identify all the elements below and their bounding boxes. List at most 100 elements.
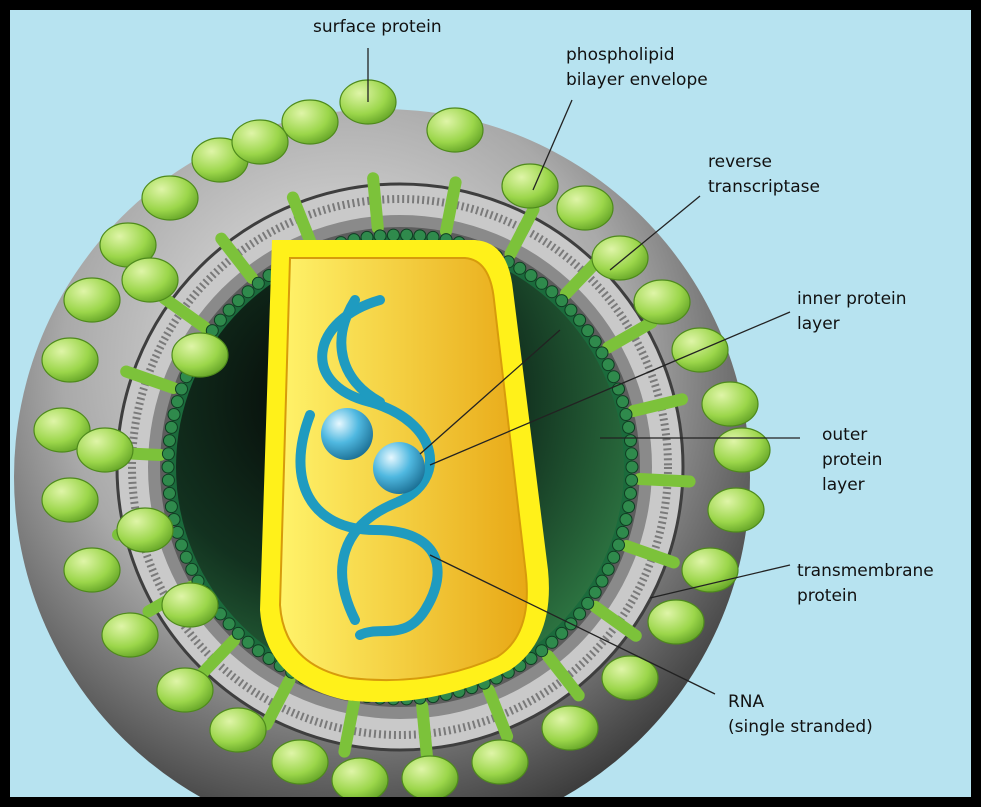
surface-protein — [210, 708, 266, 752]
outer-protein-bead — [165, 421, 177, 433]
outer-protein-bead — [536, 277, 548, 289]
transmembrane-protein — [422, 706, 427, 756]
outer-protein-bead — [617, 526, 629, 538]
surface-protein — [102, 613, 158, 657]
outer-protein-bead — [582, 325, 594, 337]
outer-protein-bead — [582, 597, 594, 609]
surface-protein — [122, 258, 178, 302]
label-rna-line1: RNA — [728, 692, 765, 712]
surface-protein — [117, 508, 173, 552]
transmembrane-protein — [640, 479, 690, 482]
label-inner-line2: layer — [797, 314, 840, 334]
outer-protein-bead — [626, 448, 638, 460]
outer-protein-bead — [589, 586, 601, 598]
outer-protein-bead — [214, 314, 226, 326]
surface-protein — [557, 186, 613, 230]
outer-protein-bead — [176, 539, 188, 551]
surface-protein — [592, 236, 648, 280]
label-inner-line1: inner protein — [797, 289, 907, 309]
outer-protein-bead — [546, 636, 558, 648]
label-phospholipid-line1: phospholipid — [566, 45, 675, 65]
reverse-transcriptase-2 — [373, 442, 425, 494]
outer-protein-bead — [171, 396, 183, 408]
outer-protein-bead — [625, 487, 637, 499]
virus-diagram: surface protein phospholipid bilayer env… — [10, 10, 971, 797]
outer-protein-bead — [514, 262, 526, 274]
outer-protein-bead — [626, 474, 638, 486]
outer-protein-bead — [608, 551, 620, 563]
surface-protein — [142, 176, 198, 220]
surface-protein — [472, 740, 528, 784]
outer-protein-bead — [252, 645, 264, 657]
surface-protein — [427, 108, 483, 152]
label-reverse-line1: reverse — [708, 152, 772, 172]
outer-protein-bead — [168, 409, 180, 421]
outer-protein-bead — [602, 563, 614, 575]
outer-protein-bead — [242, 286, 254, 298]
outer-protein-bead — [162, 448, 174, 460]
outer-protein-bead — [176, 383, 188, 395]
outer-protein-bead — [596, 347, 608, 359]
surface-protein — [64, 278, 120, 322]
label-outer-line1: outer — [822, 425, 867, 445]
outer-protein-bead — [574, 608, 586, 620]
outer-protein-bead — [589, 336, 601, 348]
outer-protein-bead — [623, 421, 635, 433]
surface-protein — [282, 100, 338, 144]
outer-protein-bead — [602, 359, 614, 371]
outer-protein-bead — [596, 575, 608, 587]
outer-protein-bead — [565, 304, 577, 316]
surface-protein — [502, 164, 558, 208]
outer-protein-bead — [546, 286, 558, 298]
label-transmembrane-line2: protein — [797, 586, 857, 606]
outer-protein-bead — [401, 229, 413, 241]
outer-protein-bead — [180, 551, 192, 563]
surface-protein — [172, 333, 228, 377]
outer-protein-bead — [613, 539, 625, 551]
surface-protein — [232, 120, 288, 164]
label-reverse-line2: transcriptase — [708, 177, 820, 197]
outer-protein-bead — [625, 435, 637, 447]
surface-protein — [634, 280, 690, 324]
transmembrane-protein — [373, 178, 378, 228]
outer-protein-bead — [242, 636, 254, 648]
surface-protein — [42, 478, 98, 522]
outer-protein-bead — [620, 514, 632, 526]
outer-protein-bead — [387, 229, 399, 241]
outer-protein-bead — [626, 461, 638, 473]
outer-protein-bead — [623, 501, 635, 513]
surface-protein — [714, 428, 770, 472]
outer-protein-bead — [556, 295, 568, 307]
surface-protein — [157, 668, 213, 712]
surface-protein — [542, 706, 598, 750]
outer-protein-bead — [164, 435, 176, 447]
outer-protein-bead — [620, 409, 632, 421]
label-transmembrane-line1: transmembrane — [797, 561, 934, 581]
outer-protein-bead — [252, 277, 264, 289]
outer-protein-bead — [608, 371, 620, 383]
outer-protein-bead — [223, 304, 235, 316]
label-outer-line3: layer — [822, 475, 865, 495]
surface-protein — [708, 488, 764, 532]
label-surface-protein: surface protein — [313, 17, 442, 37]
surface-protein — [272, 740, 328, 784]
surface-protein — [682, 548, 738, 592]
outer-protein-bead — [186, 563, 198, 575]
surface-protein — [64, 548, 120, 592]
surface-protein — [77, 428, 133, 472]
outer-protein-bead — [162, 461, 174, 473]
surface-protein — [702, 382, 758, 426]
surface-protein — [42, 338, 98, 382]
outer-protein-bead — [617, 396, 629, 408]
diagram-panel: surface protein phospholipid bilayer env… — [10, 10, 971, 797]
outer-protein-bead — [223, 618, 235, 630]
outer-protein-bead — [536, 645, 548, 657]
surface-protein — [162, 583, 218, 627]
outer-protein-bead — [162, 474, 174, 486]
surface-protein — [402, 756, 458, 797]
surface-protein — [648, 600, 704, 644]
label-outer-line2: protein — [822, 450, 882, 470]
label-phospholipid-line2: bilayer envelope — [566, 70, 708, 90]
outer-protein-bead — [525, 270, 537, 282]
